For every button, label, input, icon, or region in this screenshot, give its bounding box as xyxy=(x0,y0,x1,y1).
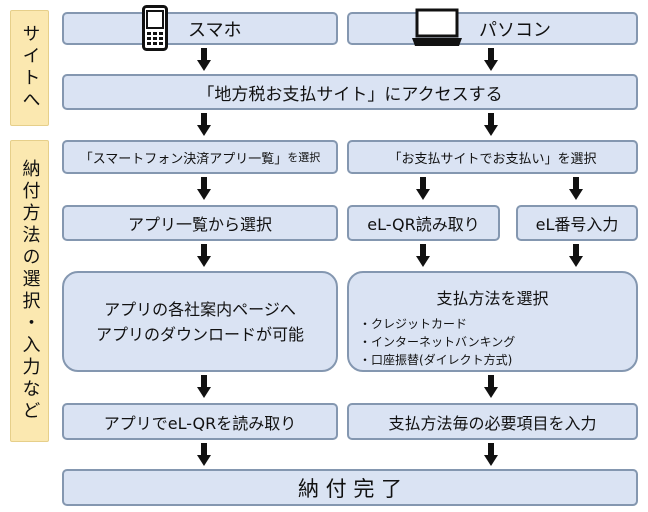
smartphone-icon xyxy=(142,5,168,51)
payment-input-box: 支払方法毎の必要項目を入力 xyxy=(347,403,638,440)
arrow-smartphone-step3 xyxy=(197,375,211,398)
smartphone-box: スマホ xyxy=(62,5,338,51)
app-info-line2: アプリのダウンロードが可能 xyxy=(95,324,304,344)
sidebar-method-text: 納付方法の選択・入力など xyxy=(19,159,41,423)
el-qr-read-box: eL-QR読み取り xyxy=(347,205,500,241)
arrow-number-to-method xyxy=(569,244,583,267)
payment-method-item: ・クレジットカード xyxy=(359,317,468,331)
app-list-choose-box: アプリ一覧から選択 xyxy=(62,205,338,241)
arrow-pc-to-complete xyxy=(484,443,498,466)
arrow-access-to-pc-select xyxy=(484,113,498,136)
smartphone-select-suffix: を選択 xyxy=(287,151,321,164)
smartphone-app-list-select-box: 「スマートフォン決済アプリ一覧」を選択 xyxy=(62,140,338,174)
pc-label: パソコン xyxy=(479,19,551,41)
el-number-input-box: eL番号入力 xyxy=(516,205,638,241)
el-number-input-text: eL番号入力 xyxy=(535,215,619,234)
smartphone-label: スマホ xyxy=(188,19,242,41)
payment-method-item: ・口座振替(ダイレクト方式) xyxy=(359,353,513,367)
arrow-pc-to-qr xyxy=(416,177,430,200)
arrow-smartphone-step1 xyxy=(197,177,211,200)
sidebar-method-label: 納付方法の選択・入力など xyxy=(10,140,49,442)
smartphone-select-text: 「スマートフォン決済アプリ一覧」 xyxy=(79,151,288,167)
arrow-smartphone-to-complete xyxy=(197,443,211,466)
payment-input-text: 支払方法毎の必要項目を入力 xyxy=(388,413,597,433)
pc-pay-site-select-box: 「お支払サイトでお支払い」を選択 xyxy=(347,140,638,174)
sidebar-site-text: サイトへ xyxy=(19,24,41,112)
payment-complete-text: 納 付 完 了 xyxy=(297,476,403,501)
el-qr-read-text: eL-QR読み取り xyxy=(367,215,480,234)
arrow-smartphone-to-access xyxy=(197,48,211,71)
laptop-icon xyxy=(412,8,462,46)
arrow-method-to-input xyxy=(484,375,498,398)
app-read-qr-text: アプリでeL-QRを読み取り xyxy=(103,413,297,433)
pc-box: パソコン xyxy=(347,8,638,46)
access-site-text: 「地方税お支払サイト」にアクセスする xyxy=(197,84,503,105)
app-read-qr-box: アプリでeL-QRを読み取り xyxy=(62,403,338,440)
arrow-qr-to-method xyxy=(416,244,430,267)
payment-method-list: ・クレジットカード ・インターネットバンキング ・口座振替(ダイレクト方式) xyxy=(359,315,626,369)
app-info-box: アプリの各社案内ページへ アプリのダウンロードが可能 xyxy=(62,271,338,372)
arrow-access-to-smartphone-select xyxy=(197,113,211,136)
payment-method-title: 支払方法を選択 xyxy=(436,289,549,308)
access-site-box: 「地方税お支払サイト」にアクセスする xyxy=(62,74,638,110)
arrow-pc-to-number xyxy=(569,177,583,200)
app-info-line1: アプリの各社案内ページへ xyxy=(104,299,296,319)
app-list-choose-text: アプリ一覧から選択 xyxy=(127,215,272,234)
payment-method-item: ・インターネットバンキング xyxy=(359,335,516,349)
sidebar-site-label: サイトへ xyxy=(10,10,49,126)
payment-complete-box: 納 付 完 了 xyxy=(62,469,638,506)
arrow-pc-to-access xyxy=(484,48,498,71)
payment-method-select-box: 支払方法を選択 ・クレジットカード ・インターネットバンキング ・口座振替(ダイ… xyxy=(347,271,638,372)
pc-select-text: 「お支払サイトでお支払い」を選択 xyxy=(388,151,597,167)
arrow-smartphone-step2 xyxy=(197,244,211,267)
